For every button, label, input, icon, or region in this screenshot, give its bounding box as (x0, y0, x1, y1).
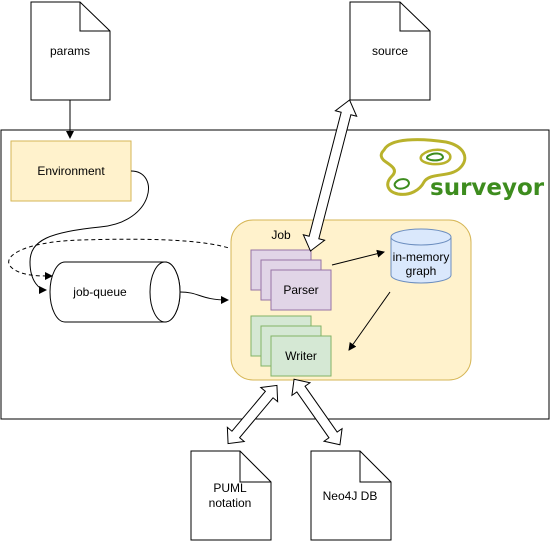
environment-to-queue-connector (29, 170, 149, 294)
job-label: Job (271, 228, 291, 242)
graph-label-line1: in-memory (393, 250, 450, 264)
puml-label-line2: notation (209, 496, 252, 510)
source-document: source (349, 1, 431, 101)
params-label: params (50, 44, 90, 58)
puml-document: PUML notation (190, 450, 272, 541)
source-parser-double-arrow (302, 99, 358, 252)
surveyor-logo: surveyor (379, 138, 545, 201)
writer-neo4j-double-arrow (291, 378, 343, 446)
in-memory-graph-cylinder: in-memory graph (390, 228, 452, 284)
neo4j-label: Neo4J DB (323, 489, 378, 503)
puml-label-line1: PUML (213, 481, 247, 495)
parser-label: Parser (283, 283, 318, 297)
job-requeue-dashed-connector (8, 238, 252, 280)
logo-wordmark: surveyor (430, 175, 545, 201)
writer-label: Writer (285, 349, 317, 363)
environment-box (10, 140, 132, 202)
source-label: source (372, 44, 408, 58)
job-queue-label: job-queue (72, 285, 127, 299)
queue-to-job-arrow (179, 291, 229, 304)
job-queue-cylinder: job-queue (49, 261, 181, 323)
params-document: params (30, 1, 111, 101)
parser-stack: Parser (250, 249, 332, 311)
environment-label: Environment (37, 164, 105, 178)
neo4j-document: Neo4J DB (310, 450, 392, 541)
writer-stack: Writer (250, 315, 332, 377)
graph-to-writer-arrow (348, 291, 391, 351)
graph-label-line2: graph (406, 264, 437, 278)
parser-to-graph-arrow (331, 249, 385, 266)
writer-puml-double-arrow (226, 384, 279, 445)
topographic-icon (379, 138, 467, 196)
